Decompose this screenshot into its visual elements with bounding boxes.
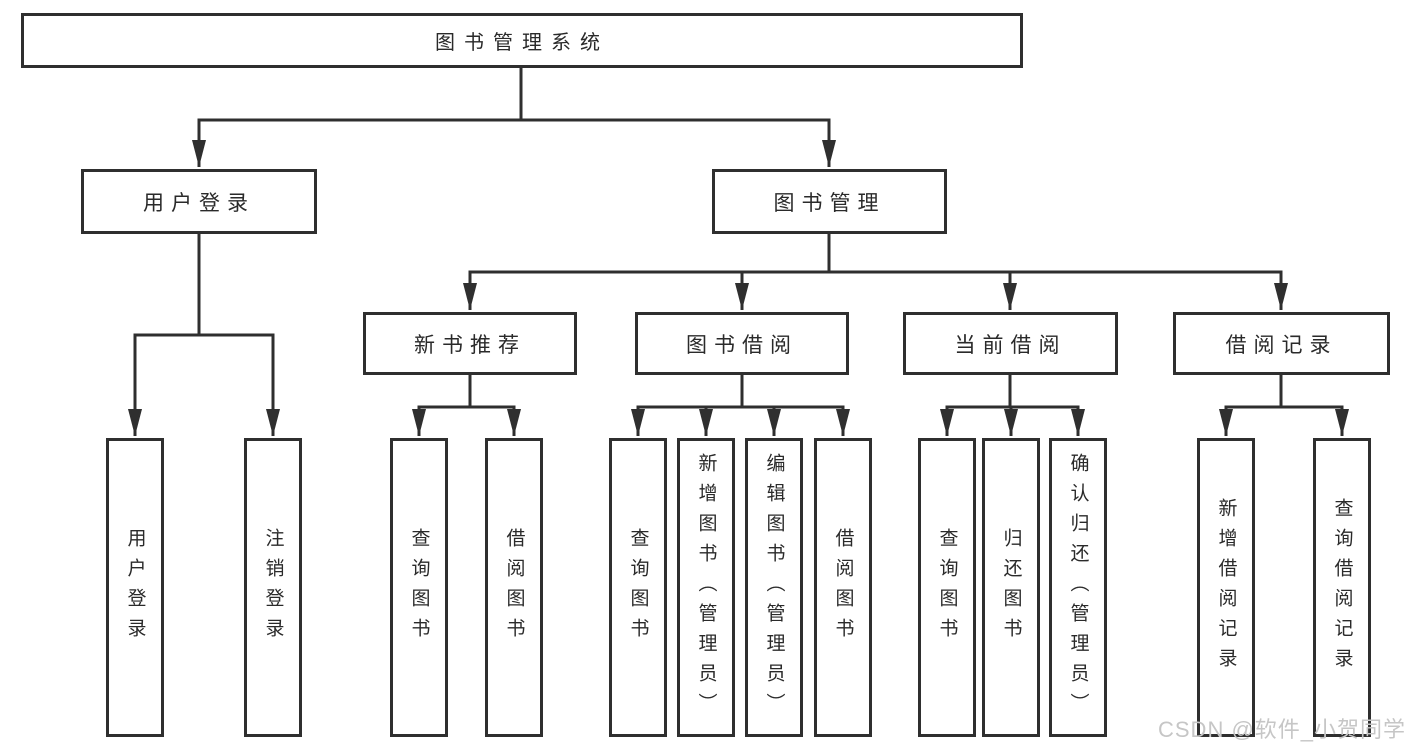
- leaf-cb-query-books-label: 查询图书: [936, 527, 958, 648]
- node-new-book-recommend-label: 新书推荐: [414, 333, 526, 357]
- node-book-management-label: 图书管理: [773, 191, 886, 215]
- leaf-nbr-query-books: 查询图书: [390, 438, 448, 737]
- leaf-nbr-borrow-books: 借阅图书: [485, 438, 543, 737]
- leaf-bb-edit-books-admin: 编辑图书（管理员）: [745, 438, 803, 737]
- leaf-query-borrow-record: 查询借阅记录: [1313, 438, 1371, 737]
- leaf-user-login-label: 用户登录: [124, 527, 146, 648]
- watermark: CSDN @软件_小贺同学: [1158, 717, 1405, 742]
- node-book-management: 图书管理: [712, 169, 947, 234]
- leaf-bb-query-books: 查询图书: [609, 438, 667, 737]
- leaf-bb-borrow-books: 借阅图书: [814, 438, 872, 737]
- node-new-book-recommend: 新书推荐: [363, 312, 577, 375]
- leaf-user-login: 用户登录: [106, 438, 164, 737]
- leaf-add-borrow-record-label: 新增借阅记录: [1215, 497, 1237, 678]
- leaf-nbr-query-books-label: 查询图书: [408, 527, 430, 648]
- node-borrow-records-label: 借阅记录: [1225, 333, 1338, 357]
- leaf-cb-confirm-return-admin: 确认归还（管理员）: [1049, 438, 1107, 737]
- leaf-bb-borrow-books-label: 借阅图书: [832, 527, 854, 648]
- leaf-bb-query-books-label: 查询图书: [627, 527, 649, 648]
- node-borrow-records: 借阅记录: [1173, 312, 1390, 375]
- leaf-logout-login: 注销登录: [244, 438, 302, 737]
- node-library-system-label: 图书管理系统: [435, 32, 609, 54]
- leaf-bb-add-books-admin: 新增图书（管理员）: [677, 438, 735, 737]
- node-current-borrowing-label: 当前借阅: [954, 333, 1067, 357]
- leaf-add-borrow-record: 新增借阅记录: [1197, 438, 1255, 737]
- leaf-nbr-borrow-books-label: 借阅图书: [503, 527, 525, 648]
- leaf-logout-login-label: 注销登录: [262, 527, 284, 648]
- leaf-query-borrow-record-label: 查询借阅记录: [1331, 497, 1353, 678]
- leaf-cb-return-books-label: 归还图书: [1000, 527, 1022, 648]
- leaf-cb-confirm-return-admin-label: 确认归还（管理员）: [1067, 452, 1089, 723]
- node-book-borrowing: 图书借阅: [635, 312, 849, 375]
- node-user-login: 用户登录: [81, 169, 317, 234]
- leaf-cb-return-books: 归还图书: [982, 438, 1040, 737]
- leaf-cb-query-books: 查询图书: [918, 438, 976, 737]
- leaf-bb-edit-books-admin-label: 编辑图书（管理员）: [763, 452, 785, 723]
- leaf-bb-add-books-admin-label: 新增图书（管理员）: [695, 452, 717, 723]
- node-library-system: 图书管理系统: [21, 13, 1023, 68]
- node-current-borrowing: 当前借阅: [903, 312, 1118, 375]
- node-book-borrowing-label: 图书借阅: [686, 333, 798, 357]
- node-user-login-label: 用户登录: [143, 191, 255, 215]
